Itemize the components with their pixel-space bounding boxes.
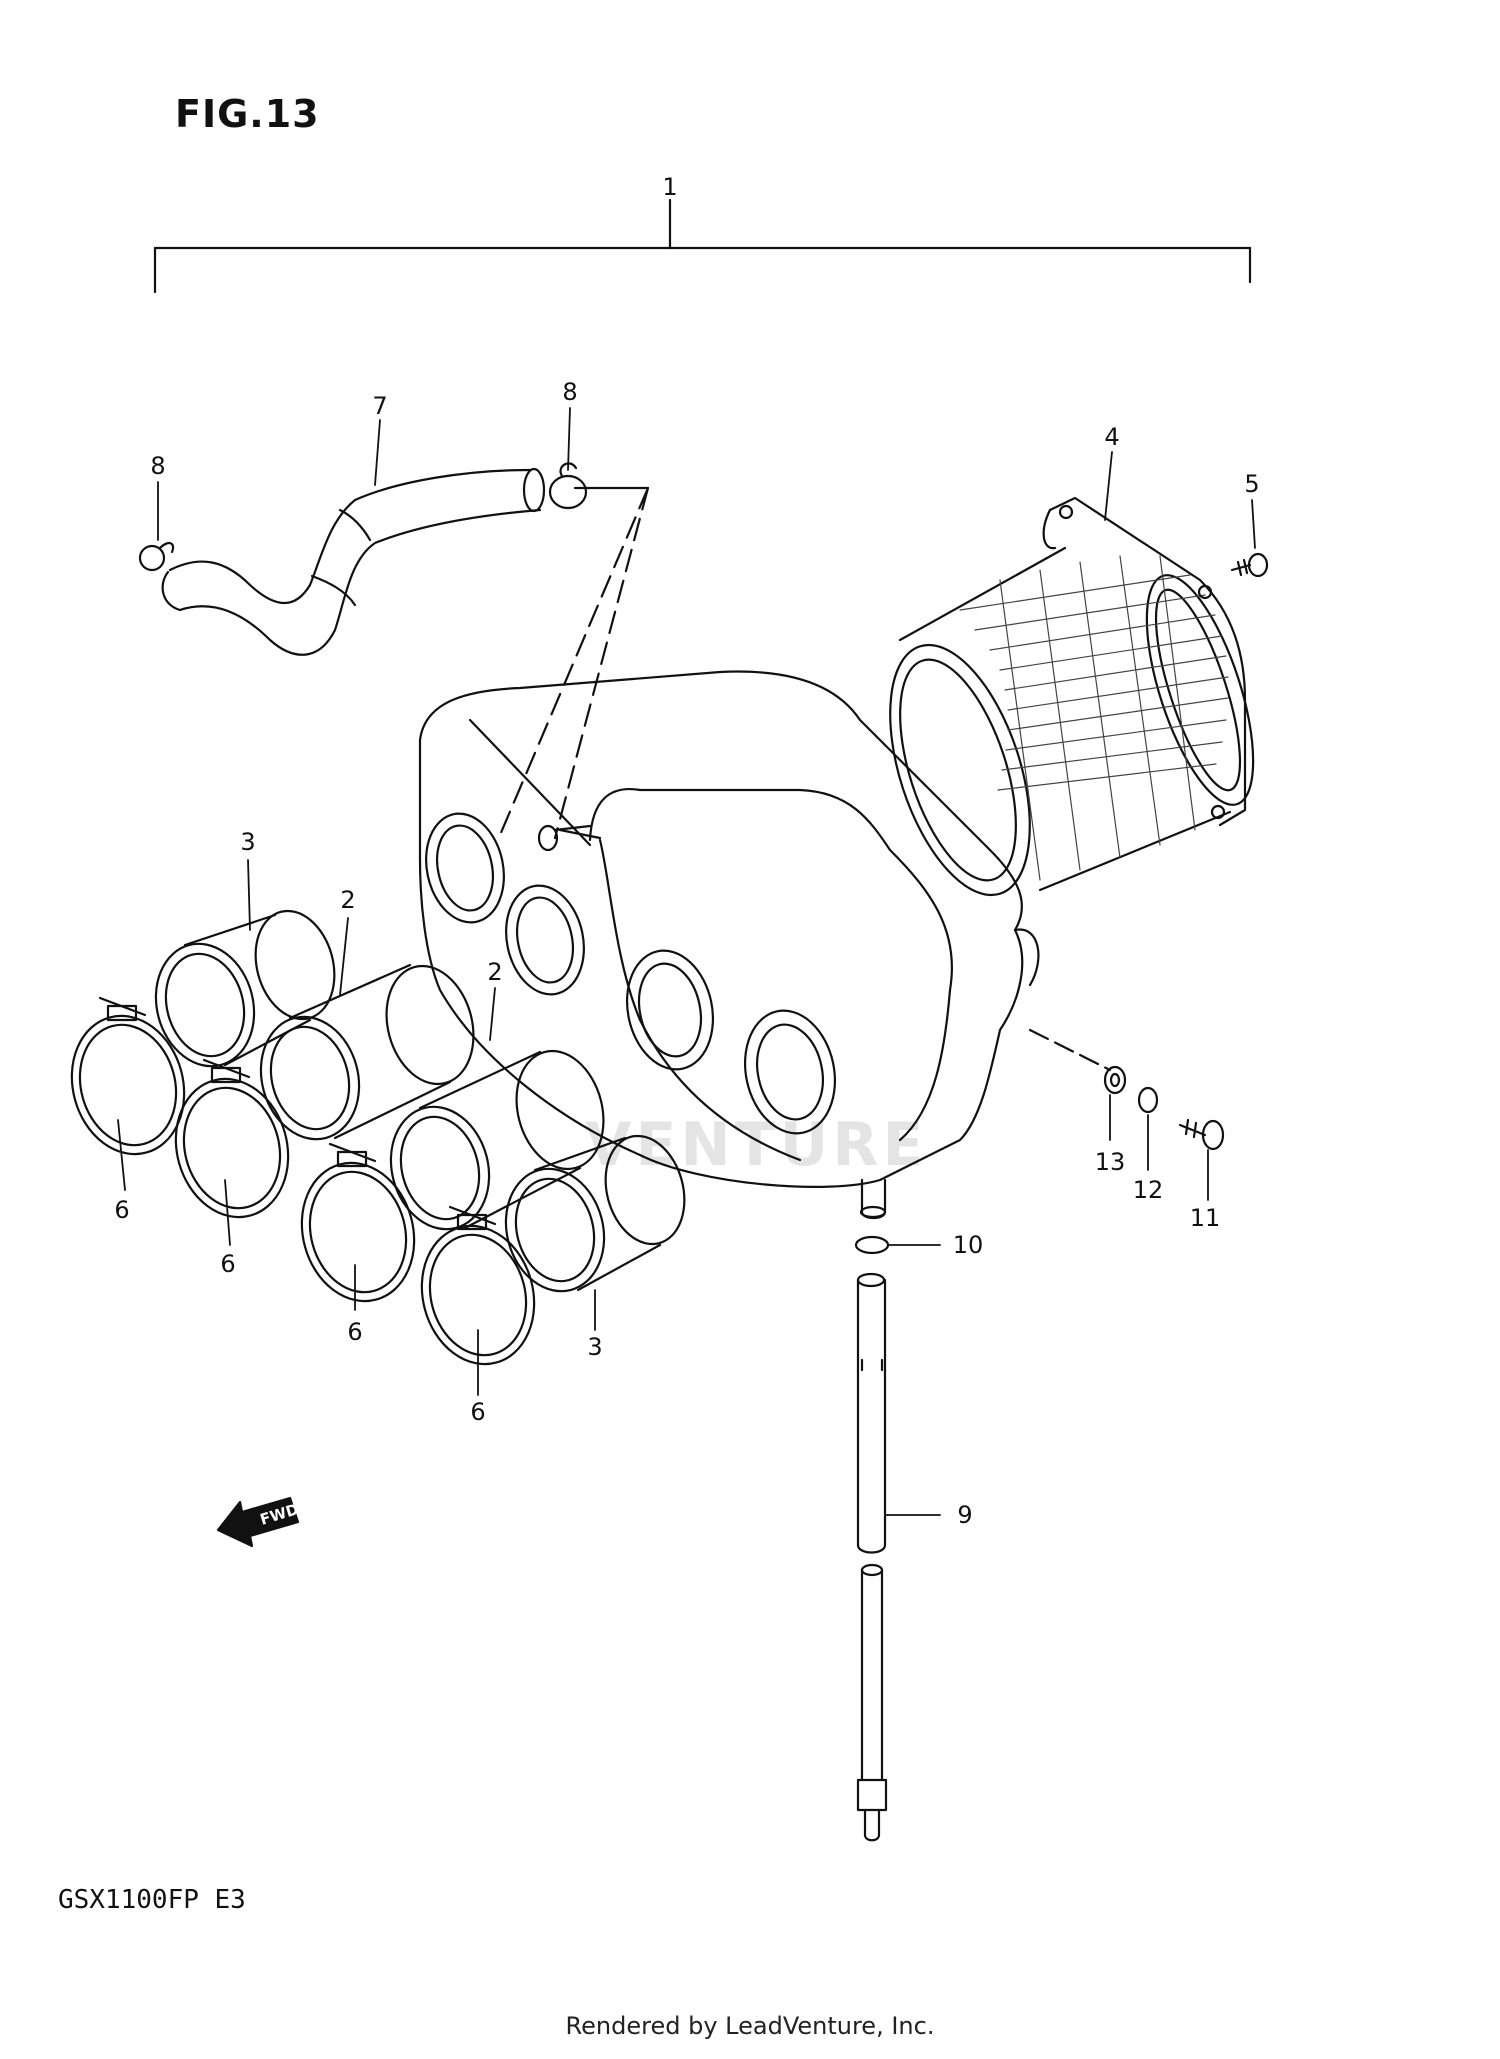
clamp-2 — [174, 1058, 290, 1219]
callout-8b: 8 — [562, 378, 577, 406]
watermark: VENTURE — [585, 1110, 928, 1180]
callout-6b: 6 — [220, 1250, 235, 1278]
screw-5 — [1230, 552, 1269, 578]
callout-9: 9 — [957, 1501, 972, 1529]
callout-6c: 6 — [347, 1318, 362, 1346]
callout-11: 11 — [1190, 1204, 1221, 1232]
callout-12: 12 — [1133, 1176, 1164, 1204]
callout-7: 7 — [372, 392, 387, 420]
assembly-bracket — [153, 198, 1252, 294]
drain-plug-9 — [856, 1272, 888, 1842]
hose-clamp-left — [138, 542, 175, 572]
clip-10 — [854, 1235, 890, 1255]
clamp-3 — [300, 1142, 416, 1303]
figure-title: FIG.13 — [175, 92, 320, 136]
callout-8a: 8 — [150, 452, 165, 480]
callout-2a: 2 — [340, 886, 355, 914]
callout-13: 13 — [1095, 1148, 1126, 1176]
callout-3a: 3 — [240, 828, 255, 856]
intake-pipe-right — [389, 1049, 605, 1231]
fwd-arrow-icon — [216, 1496, 300, 1548]
breather-hose — [161, 467, 546, 656]
air-cleaner-element — [889, 496, 1255, 897]
clamp-1 — [70, 996, 186, 1156]
callout-3b: 3 — [587, 1333, 602, 1361]
footer-credit: Rendered by LeadVenture, Inc. — [565, 2012, 935, 2040]
washer-13 — [1103, 1065, 1127, 1095]
callout-leaders — [117, 407, 1256, 1516]
callout-10: 10 — [953, 1231, 984, 1259]
intake-pipe-left — [259, 963, 475, 1141]
callout-4: 4 — [1104, 423, 1119, 451]
callout-6a: 6 — [114, 1196, 129, 1224]
bolt-11 — [1178, 1118, 1225, 1151]
nut-12 — [1137, 1086, 1159, 1114]
hose-clamp-right — [548, 462, 588, 510]
callout-2b: 2 — [487, 958, 502, 986]
callout-1: 1 — [662, 173, 677, 201]
air-cleaner-case — [418, 670, 1040, 1220]
model-code: GSX1100FP E3 — [58, 1885, 246, 1915]
callout-5: 5 — [1244, 470, 1259, 498]
clamp-4 — [420, 1205, 536, 1366]
carburetor-joint-left — [154, 909, 336, 1068]
callout-6d: 6 — [470, 1398, 485, 1426]
